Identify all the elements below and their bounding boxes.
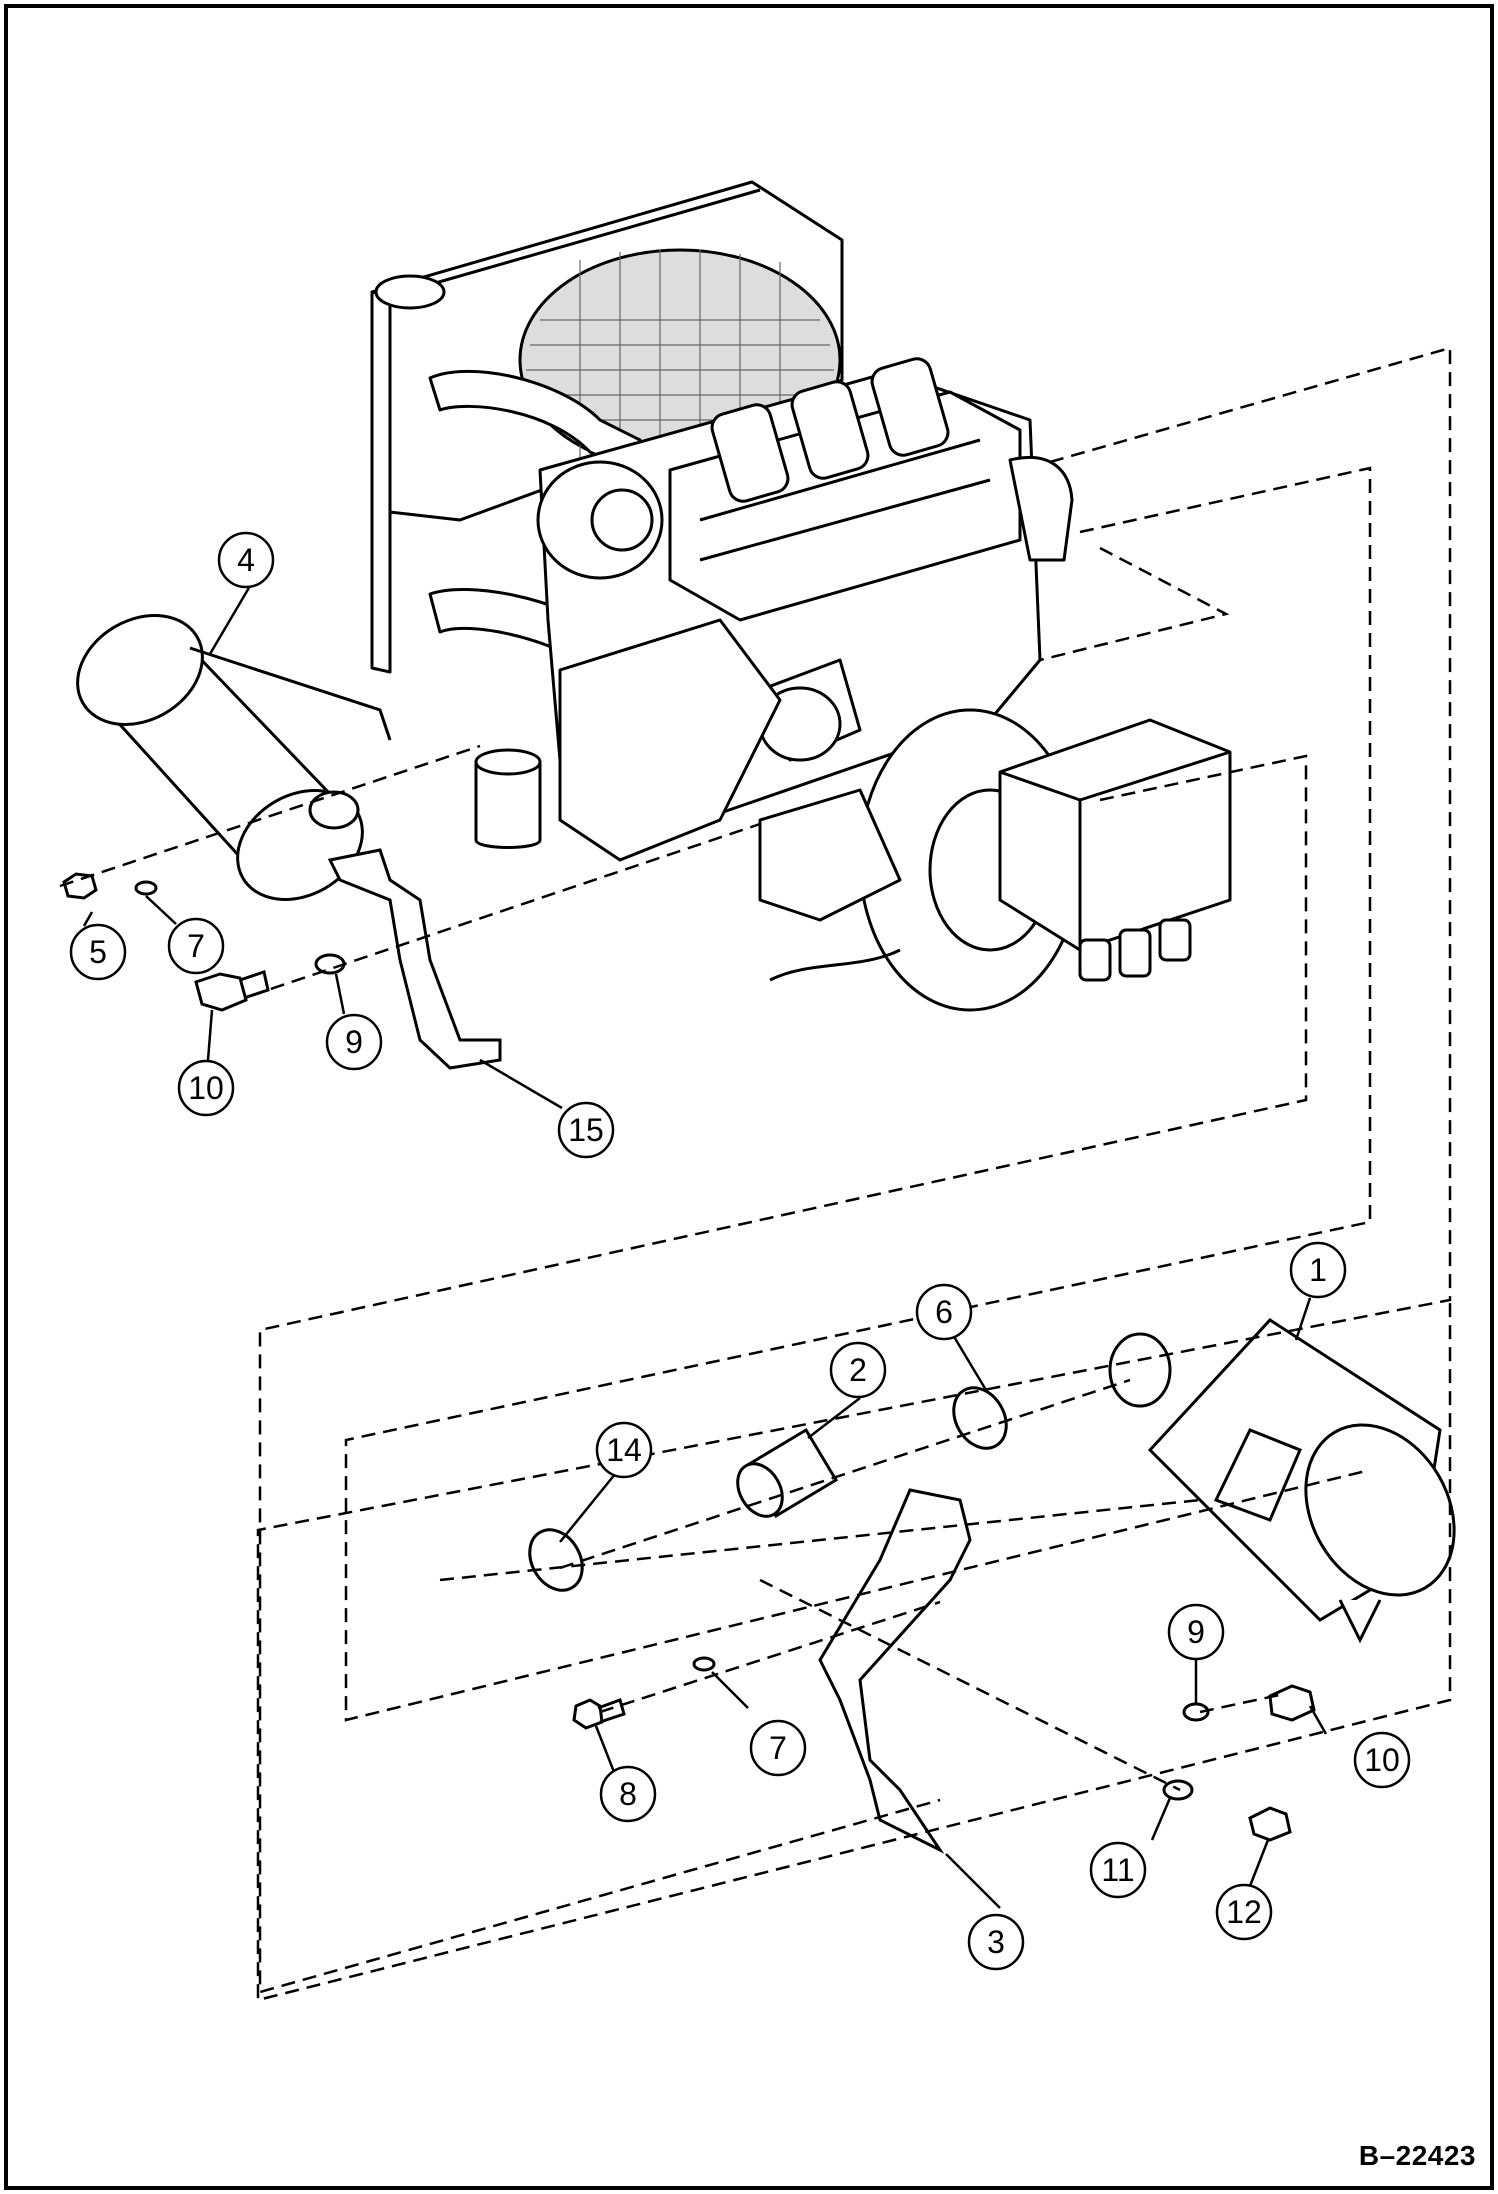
injection-pump [558, 618, 782, 862]
radiator-cap [374, 274, 446, 310]
callout-label: 10 [188, 1070, 224, 1106]
oil-filter [474, 760, 542, 849]
valve-fitting-3 [1158, 918, 1192, 962]
callout-14: 14 [595, 1421, 653, 1479]
callout-10-upper: 10 [177, 1059, 235, 1117]
leader-lines [82, 585, 1328, 1909]
flat-washer [314, 953, 346, 975]
callout-label: 5 [89, 934, 107, 970]
callout-label: 9 [1187, 1614, 1205, 1650]
callout-label: 10 [1364, 1742, 1400, 1778]
valve-cover-1 [710, 403, 790, 503]
callouts: 4 5 7 9 10 15 [69, 531, 1411, 1971]
callout-5: 5 [69, 923, 127, 981]
valve-cover-2 [790, 380, 870, 480]
muffler [76, 614, 392, 901]
callout-9-upper: 9 [325, 1013, 383, 1071]
drawing-border [4, 4, 1494, 2190]
assembly-lines [59, 346, 1452, 2002]
callout-label: 4 [237, 542, 255, 578]
callout-9-lower: 9 [1167, 1603, 1225, 1661]
exhaust-bracket [327, 848, 502, 1070]
sensor-wire [769, 948, 901, 982]
intake-hose [736, 1427, 839, 1519]
callout-label: 9 [345, 1024, 363, 1060]
callout-4: 4 [217, 531, 275, 589]
callout-7-upper: 7 [167, 917, 225, 975]
callout-label: 1 [1309, 1252, 1327, 1288]
callout-label: 11 [1101, 1852, 1134, 1888]
bolt-twelve [1248, 1806, 1292, 1842]
hose-clamp-small [528, 1528, 584, 1592]
lock-washer-lower [692, 1656, 716, 1672]
callout-label: 7 [769, 1730, 787, 1766]
air-cleaner [1108, 1318, 1456, 1644]
radiator-side [370, 290, 392, 674]
callout-2: 2 [829, 1341, 887, 1399]
lock-washer [134, 880, 158, 896]
valve-fitting-2 [1118, 928, 1152, 978]
callout-3: 3 [967, 1913, 1025, 1971]
callout-label: 2 [849, 1352, 867, 1388]
nut [62, 872, 98, 900]
callout-10-lower: 10 [1353, 1731, 1411, 1789]
callout-label: 14 [606, 1432, 642, 1468]
callout-11: 11 [1089, 1841, 1147, 1899]
callout-8: 8 [599, 1765, 657, 1823]
bolt [194, 970, 270, 1012]
callout-6: 6 [915, 1283, 973, 1341]
valve-cover-3 [870, 357, 950, 457]
exhaust-manifold [1008, 455, 1074, 562]
hydraulic-pump [998, 718, 1232, 952]
callout-label: 6 [935, 1294, 953, 1330]
callout-label: 3 [987, 1924, 1005, 1960]
bolt-small [572, 1698, 626, 1730]
valve-fitting-1 [1078, 938, 1112, 982]
callout-label: 8 [619, 1776, 637, 1812]
callout-15: 15 [557, 1101, 615, 1159]
drawing-reference-code: B–22423 [1358, 2140, 1476, 2171]
engine-mount [758, 788, 902, 922]
fan-mesh [526, 250, 834, 470]
callout-12: 12 [1215, 1883, 1273, 1941]
callout-label: 7 [187, 928, 205, 964]
callout-label: 12 [1226, 1894, 1262, 1930]
air-cleaner-bracket [818, 1488, 972, 1854]
bolt-lower [1268, 1684, 1316, 1722]
hose-clamp-large [952, 1386, 1008, 1450]
callout-1: 1 [1289, 1241, 1347, 1299]
engine-assembly [370, 180, 1232, 1012]
callout-7-lower: 7 [749, 1719, 807, 1777]
callout-label: 15 [568, 1112, 604, 1148]
